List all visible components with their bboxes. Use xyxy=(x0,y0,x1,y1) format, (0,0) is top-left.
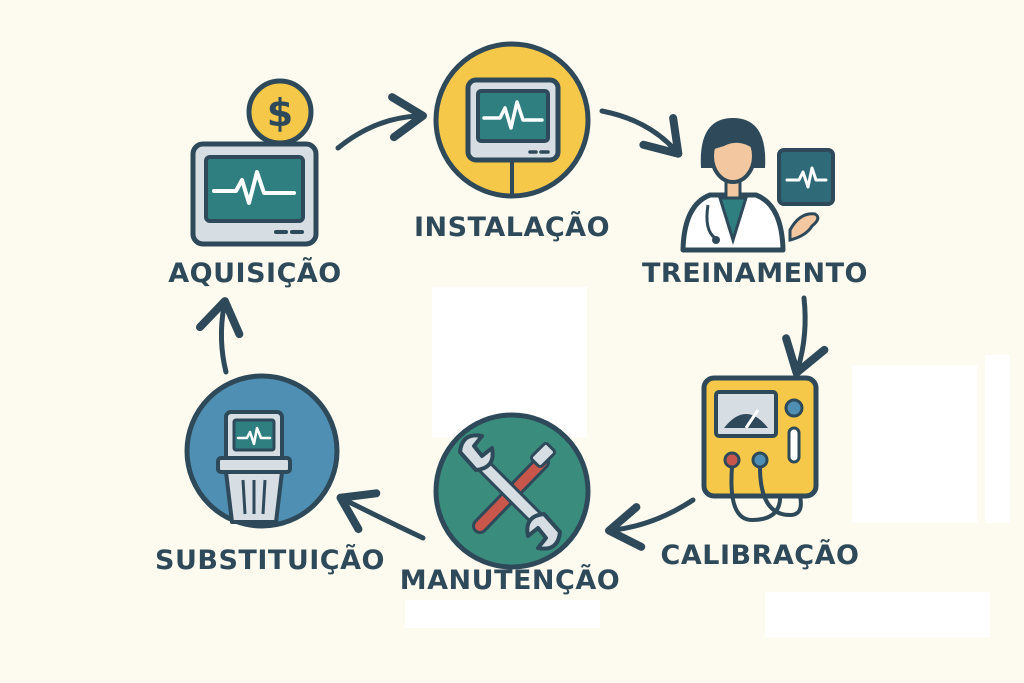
arrow-aquisicao-to-instalacao xyxy=(335,93,427,151)
arrow-manutencao-to-substituicao xyxy=(336,489,426,541)
stage-label-treinamento: TREINAMENTO xyxy=(642,258,868,289)
monitor-dollar-icon xyxy=(190,78,319,247)
arrow-treinamento-to-calibracao xyxy=(782,295,829,377)
blank-area xyxy=(405,600,600,628)
stage-label-substituicao: SUBSTITUIÇÃO xyxy=(155,545,385,576)
blank-area xyxy=(852,365,977,523)
blank-area xyxy=(765,592,990,637)
doctor-monitor-icon xyxy=(680,118,835,253)
trash-monitor-icon xyxy=(184,373,340,529)
stage-label-calibracao: CALIBRAÇÃO xyxy=(660,540,860,571)
wrench-screwdriver-icon xyxy=(433,412,591,570)
blank-area xyxy=(985,355,1010,523)
stage-label-manutencao: MANUTENÇÃO xyxy=(399,565,621,596)
arrow-instalacao-to-treinamento xyxy=(599,108,683,158)
stage-label-aquisicao: AQUISIÇÃO xyxy=(168,258,342,289)
arrow-calibracao-to-manutencao xyxy=(605,497,696,551)
calibrator-icon xyxy=(701,375,819,523)
blank-area xyxy=(432,287,587,437)
monitor-circle-icon xyxy=(433,41,591,199)
arrow-substituicao-to-aquisicao xyxy=(195,297,244,375)
dollar-sign: $ xyxy=(267,91,293,135)
stage-label-instalacao: INSTALAÇÃO xyxy=(413,212,611,243)
